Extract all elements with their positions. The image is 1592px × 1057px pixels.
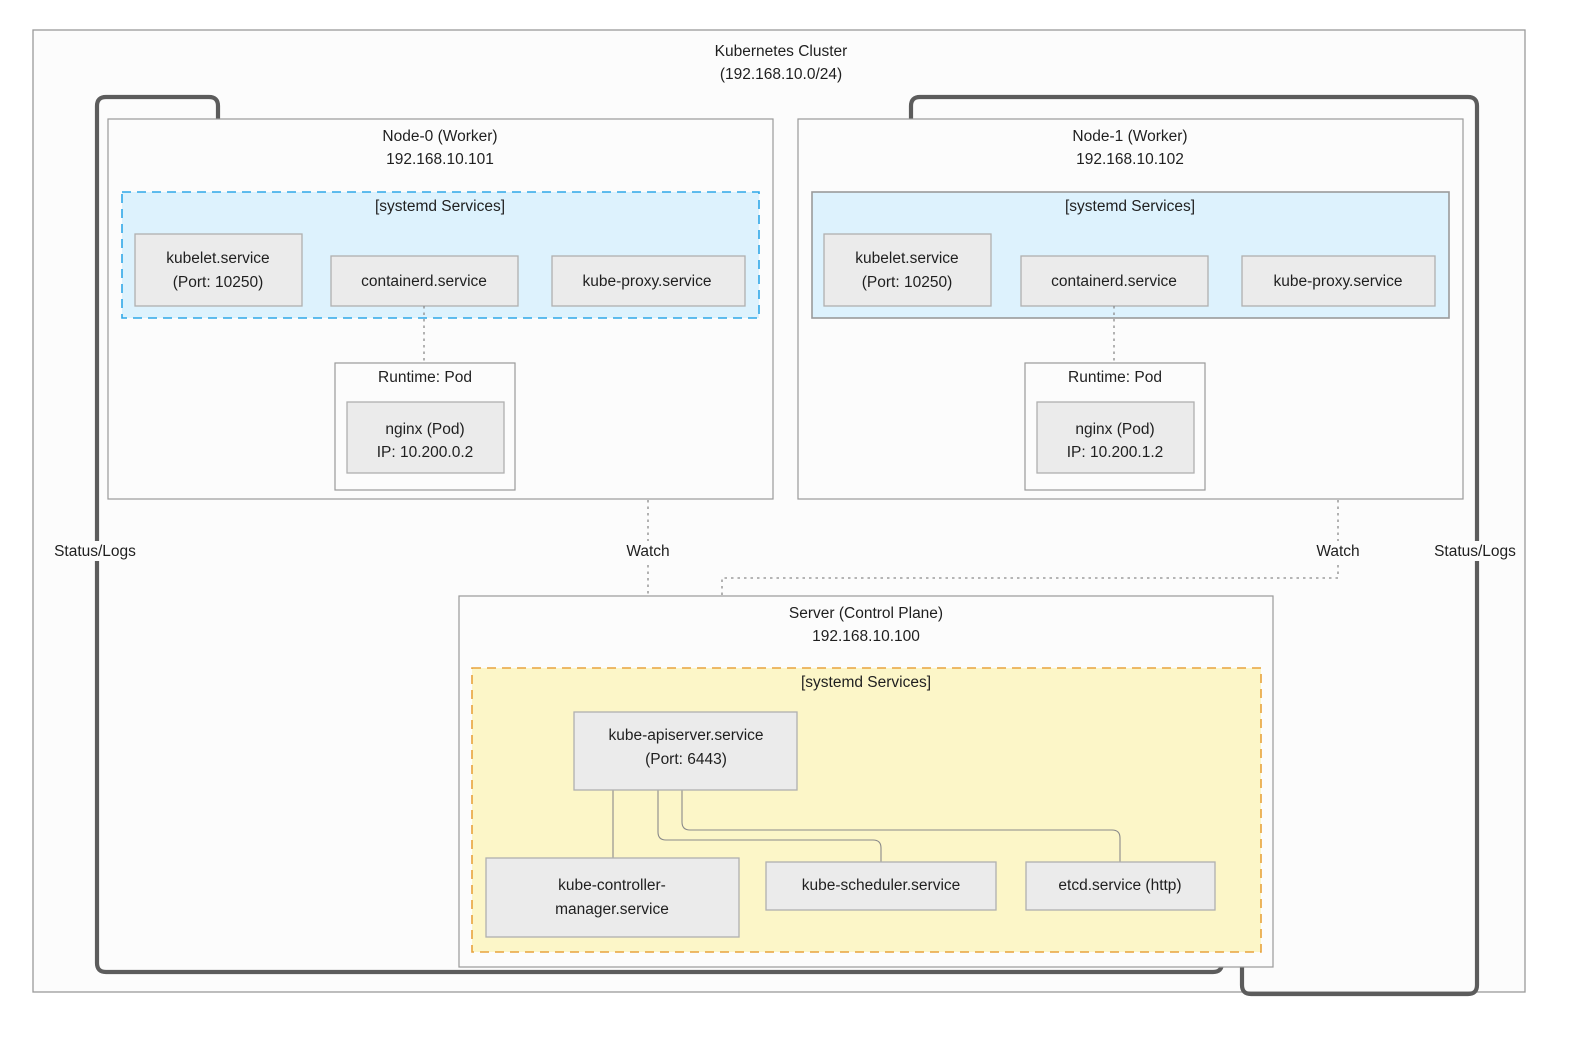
node-1-service-kube-proxy-box[interactable] xyxy=(1241,255,1436,307)
node-1-runtime-title: Runtime: Pod xyxy=(1068,369,1162,386)
node-0-pod[interactable]: nginx (Pod) IP: 10.200.0.2 xyxy=(346,401,505,474)
node-0-service-containerd[interactable]: containerd.service xyxy=(330,255,519,307)
node-0-service-containerd-line1: containerd.service xyxy=(361,273,487,290)
control-plane-service-etcd-box[interactable] xyxy=(1025,861,1216,911)
node-1-service-kubelet-line2: (Port: 10250) xyxy=(862,274,952,291)
watch-left-label-bg xyxy=(619,541,677,561)
node-1-service-kube-proxy[interactable]: kube-proxy.service xyxy=(1241,255,1436,307)
node-0-runtime-title: Runtime: Pod xyxy=(378,369,472,386)
node-1-pod-ip: IP: 10.200.1.2 xyxy=(1067,444,1164,461)
node-1-pod-name: nginx (Pod) xyxy=(1075,421,1154,438)
node-0-service-kubelet-line2: (Port: 10250) xyxy=(173,274,263,291)
control-plane-service-controller-manager-line1: kube-controller- xyxy=(558,877,666,894)
node-1-service-containerd-line1: containerd.service xyxy=(1051,273,1177,290)
node-0-ip: 192.168.10.101 xyxy=(386,151,494,168)
control-plane-service-controller-manager-box[interactable] xyxy=(485,857,740,938)
control-plane-apiserver-line1: kube-apiserver.service xyxy=(608,727,763,744)
status-logs-right-label-bg xyxy=(1429,541,1522,561)
cluster-title: Kubernetes Cluster xyxy=(715,43,848,60)
node-0-systemd-label: [systemd Services] xyxy=(375,198,505,215)
node-1-title: Node-1 (Worker) xyxy=(1072,128,1187,145)
node-1-service-kube-proxy-line1: kube-proxy.service xyxy=(1274,273,1403,290)
control-plane-service-scheduler-box[interactable] xyxy=(765,861,997,911)
node-0-pod-box[interactable] xyxy=(346,401,505,474)
node-0-service-kube-proxy[interactable]: kube-proxy.service xyxy=(551,255,746,307)
node-0-service-kube-proxy-box[interactable] xyxy=(551,255,746,307)
node-1-service-kubelet-line1: kubelet.service xyxy=(855,250,958,267)
node-0-pod-ip: IP: 10.200.0.2 xyxy=(377,444,474,461)
control-plane-service-scheduler[interactable]: kube-scheduler.service xyxy=(765,861,997,911)
node-1-service-kubelet[interactable]: kubelet.service (Port: 10250) xyxy=(823,233,992,307)
node-1-service-kubelet-box[interactable] xyxy=(823,233,992,307)
node-1-pod-box[interactable] xyxy=(1036,401,1195,474)
node-1-pod[interactable]: nginx (Pod) IP: 10.200.1.2 xyxy=(1036,401,1195,474)
apiserver-to-etcd-edge xyxy=(681,790,1121,862)
status-logs-left-label: Status/Logs xyxy=(54,543,136,560)
control-plane-apiserver[interactable]: kube-apiserver.service (Port: 6443) xyxy=(573,711,798,791)
node-0-service-kubelet[interactable]: kubelet.service (Port: 10250) xyxy=(134,233,303,307)
control-plane-service-etcd-line1: etcd.service (http) xyxy=(1058,877,1181,894)
node-0-title: Node-0 (Worker) xyxy=(382,128,497,145)
watch-left-label: Watch xyxy=(626,543,669,560)
status-logs-right-label: Status/Logs xyxy=(1434,543,1516,560)
watch-right-label: Watch xyxy=(1316,543,1359,560)
node-1-systemd-label: [systemd Services] xyxy=(1065,198,1195,215)
cluster-subtitle: (192.168.10.0/24) xyxy=(720,66,842,83)
watch-right-label-bg xyxy=(1309,541,1367,561)
node-0-service-kubelet-box[interactable] xyxy=(134,233,303,307)
status-logs-left-label-bg xyxy=(49,541,142,561)
node-0-pod-name: nginx (Pod) xyxy=(385,421,464,438)
control-plane-systemd-label: [systemd Services] xyxy=(801,674,931,691)
control-plane-ip: 192.168.10.100 xyxy=(812,628,920,645)
control-plane-service-controller-manager[interactable]: kube-controller- manager.service xyxy=(485,857,740,938)
control-plane-apiserver-box[interactable] xyxy=(573,711,798,791)
control-plane-service-controller-manager-line2: manager.service xyxy=(555,901,669,918)
control-plane-apiserver-line2: (Port: 6443) xyxy=(645,751,727,768)
control-plane-service-etcd[interactable]: etcd.service (http) xyxy=(1025,861,1216,911)
node-1-ip: 192.168.10.102 xyxy=(1076,151,1184,168)
control-plane-service-scheduler-line1: kube-scheduler.service xyxy=(802,877,961,894)
node-0-service-containerd-box[interactable] xyxy=(330,255,519,307)
node-0-service-kubelet-line1: kubelet.service xyxy=(166,250,269,267)
node-0-service-kube-proxy-line1: kube-proxy.service xyxy=(583,273,712,290)
node-1-service-containerd[interactable]: containerd.service xyxy=(1020,255,1209,307)
apiserver-to-scheduler-edge xyxy=(657,790,882,862)
control-plane-title: Server (Control Plane) xyxy=(789,605,943,622)
status-logs-edge-left xyxy=(94,94,1225,975)
